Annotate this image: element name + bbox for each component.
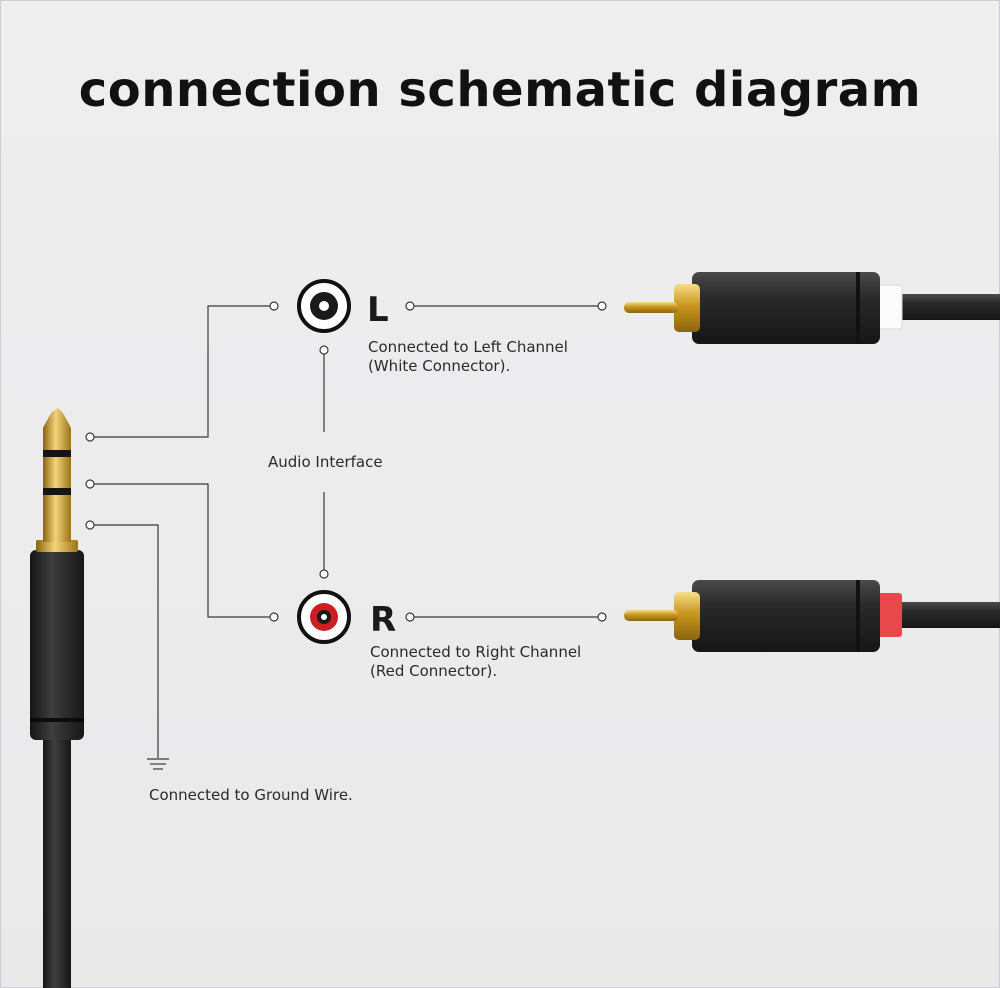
rca-socket-icon <box>297 279 351 333</box>
jack-wiring <box>94 305 270 770</box>
rca-plug-icon <box>624 580 1000 652</box>
left-channel-letter: L <box>367 290 389 330</box>
rca-socket-icon <box>297 590 351 644</box>
rca-plug-icon <box>624 272 1000 344</box>
left-channel-description-line2: (White Connector). <box>368 357 511 375</box>
page-title: connection schematic diagram <box>78 62 922 118</box>
channel-terminals <box>405 301 607 622</box>
jack-terminals <box>85 301 279 622</box>
right-channel-letter: R <box>370 600 397 640</box>
audio-interface-terminals <box>319 345 329 579</box>
ground-wire-label: Connected to Ground Wire. <box>149 786 353 804</box>
left-channel-description-line1: Connected to Left Channel <box>368 338 568 356</box>
audio-interface-label: Audio Interface <box>268 453 383 471</box>
right-channel-description-line1: Connected to Right Channel <box>370 643 582 661</box>
right-channel-description-line2: (Red Connector). <box>370 662 498 680</box>
channel-links <box>414 305 598 618</box>
stereo-jack-plug-icon <box>30 408 84 988</box>
